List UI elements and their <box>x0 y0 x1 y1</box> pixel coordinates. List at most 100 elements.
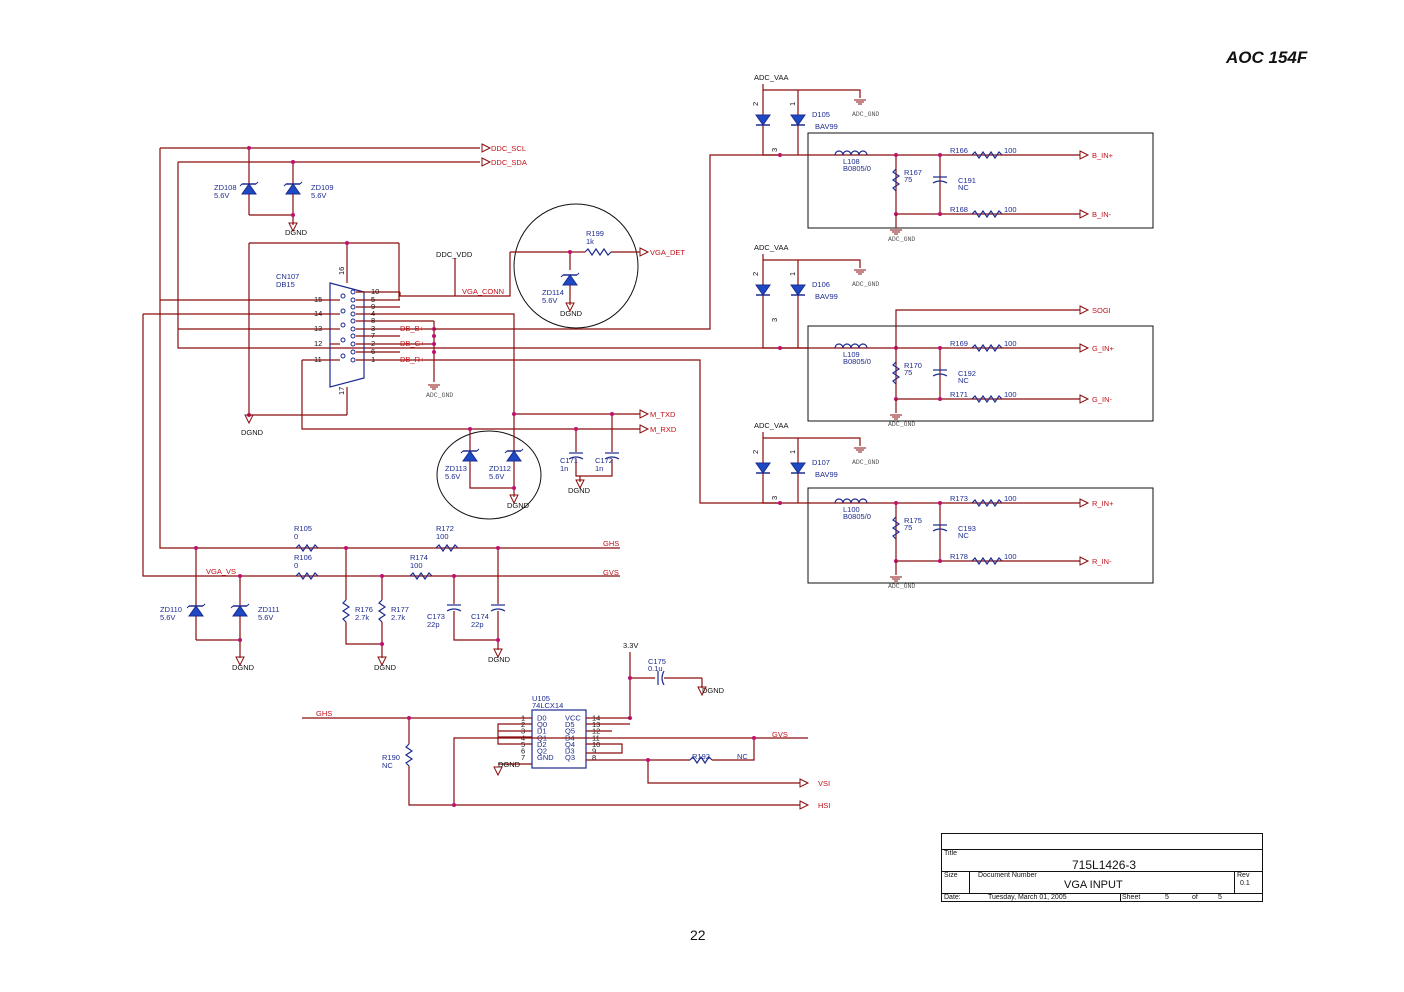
adc-gnd: ADC_GND <box>852 459 879 466</box>
adc-gnd: ADC_GND <box>852 111 879 118</box>
val-c173: 22p <box>427 620 440 629</box>
ref-rp: R166 <box>950 146 968 155</box>
ref-inductor: L108 <box>843 157 860 166</box>
dpin: 1 <box>788 450 797 454</box>
val-diode: BAV99 <box>815 292 838 301</box>
adc-gnd: ADC_GND <box>888 583 915 590</box>
ref-r172: R172 <box>436 524 454 533</box>
tb-title-label: Title <box>944 850 957 857</box>
net-gvs-2: GVS <box>772 730 788 739</box>
val-res: 75 <box>904 368 912 377</box>
net-m-txd: M_TXD <box>650 410 676 419</box>
dpin: 2 <box>751 450 760 454</box>
ref-zd112: ZD112 <box>489 464 511 473</box>
tb-docnum-label: Document Number <box>978 872 1037 879</box>
val-zd112: 5.6V <box>489 472 504 481</box>
val-diode: BAV99 <box>815 122 838 131</box>
net-ghs-2: GHS <box>316 709 332 718</box>
dgnd-label-3: DGND <box>560 309 583 318</box>
dgnd-label-5: DGND <box>568 486 591 495</box>
ref-zd113: ZD113 <box>445 464 467 473</box>
u105-pin-right: D5 <box>565 720 575 729</box>
val-rm: 100 <box>1004 552 1017 561</box>
ref-r106: R106 <box>294 553 312 562</box>
ref-cap: C193 <box>958 524 976 533</box>
val-r199: 1k <box>586 237 594 246</box>
val-r105: 0 <box>294 532 298 541</box>
val-r172: 100 <box>436 532 449 541</box>
ref-r176: R176 <box>355 605 373 614</box>
val-res: 75 <box>904 523 912 532</box>
ref-r174: R174 <box>410 553 428 562</box>
val-zd109: 5.6V <box>311 191 326 200</box>
ref-c171: C171 <box>560 456 578 465</box>
ref-c174: C174 <box>471 612 489 621</box>
pin-6: 6 <box>371 347 375 356</box>
dpin: 2 <box>751 272 760 276</box>
u105-pin-right: D3 <box>565 747 575 756</box>
net-sogi: SOGI <box>1092 306 1111 315</box>
tb-date-label: Date: <box>944 894 961 901</box>
ref-rm: R171 <box>950 390 968 399</box>
pin-2: 2 <box>371 339 375 348</box>
pin-10: 10 <box>371 287 379 296</box>
tb-rev: 0.1 <box>1240 880 1250 887</box>
net-ghs: GHS <box>603 539 619 548</box>
val-r106: 0 <box>294 561 298 570</box>
pin-9: 9 <box>371 302 375 311</box>
u105-pinnum-left: 7 <box>521 753 525 762</box>
val-c174: 22p <box>471 620 484 629</box>
dgnd-label-8: DGND <box>488 655 511 664</box>
dgnd-label-4: DGND <box>507 501 530 510</box>
ref-r192: R192 <box>692 752 710 761</box>
dpin: 3 <box>770 148 779 152</box>
dgnd-label-10: DGND <box>498 760 521 769</box>
adc-gnd: ADC_GND <box>852 281 879 288</box>
net-ddc-scl: DDC_SCL <box>491 144 526 153</box>
u105-pin-left: Q0 <box>537 720 547 729</box>
pin-7: 7 <box>371 331 375 340</box>
dpin: 1 <box>788 102 797 106</box>
ref-u105: U105 <box>532 694 550 703</box>
page-number: 22 <box>690 927 706 943</box>
net-out-m: G_IN- <box>1092 395 1113 404</box>
zener-zd114 <box>560 272 580 286</box>
net-out-p: B_IN+ <box>1092 151 1114 160</box>
u105-pinnum-right: 9 <box>592 747 596 756</box>
val-rp: 100 <box>1004 339 1017 348</box>
val-r190: NC <box>382 761 393 770</box>
ref-zd111: ZD111 <box>258 605 279 614</box>
adc-vaa-label: ADC_VAA <box>754 73 788 82</box>
ref-rp: R169 <box>950 339 968 348</box>
dgnd-label-7: DGND <box>374 663 397 672</box>
u105-pinnum-left: 6 <box>521 747 525 756</box>
net-vga-vs: VGA_VS <box>206 567 236 576</box>
val-res: 75 <box>904 175 912 184</box>
adc-gnd: ADC_GND <box>888 236 915 243</box>
dgnd-label-6: DGND <box>232 663 255 672</box>
zener-zd110 <box>186 603 206 617</box>
net-gvs: GVS <box>603 568 619 577</box>
dpin: 3 <box>770 496 779 500</box>
model-title: AOC 154F <box>1226 48 1308 67</box>
val-c172: 1n <box>595 464 603 473</box>
val-cap: NC <box>958 531 969 540</box>
u105-pin-left: D1 <box>537 727 547 736</box>
net-ddc-sda: DDC_SDA <box>491 158 527 167</box>
ref-rm: R168 <box>950 205 968 214</box>
val-r176: 2.7k <box>355 613 369 622</box>
pin-1: 1 <box>371 355 375 364</box>
pin-5: 5 <box>371 295 375 304</box>
adc-gnd: ADC_GND <box>888 421 915 428</box>
tb-of-label: of <box>1192 894 1198 901</box>
val-rp: 100 <box>1004 494 1017 503</box>
ref-zd108: ZD108 <box>214 183 237 192</box>
zener-zd112 <box>504 448 524 462</box>
val-cn107: DB15 <box>276 280 295 289</box>
zener-zd111 <box>230 603 250 617</box>
ref-c172: C172 <box>595 456 613 465</box>
u105-pinnum-right: 8 <box>592 753 596 762</box>
